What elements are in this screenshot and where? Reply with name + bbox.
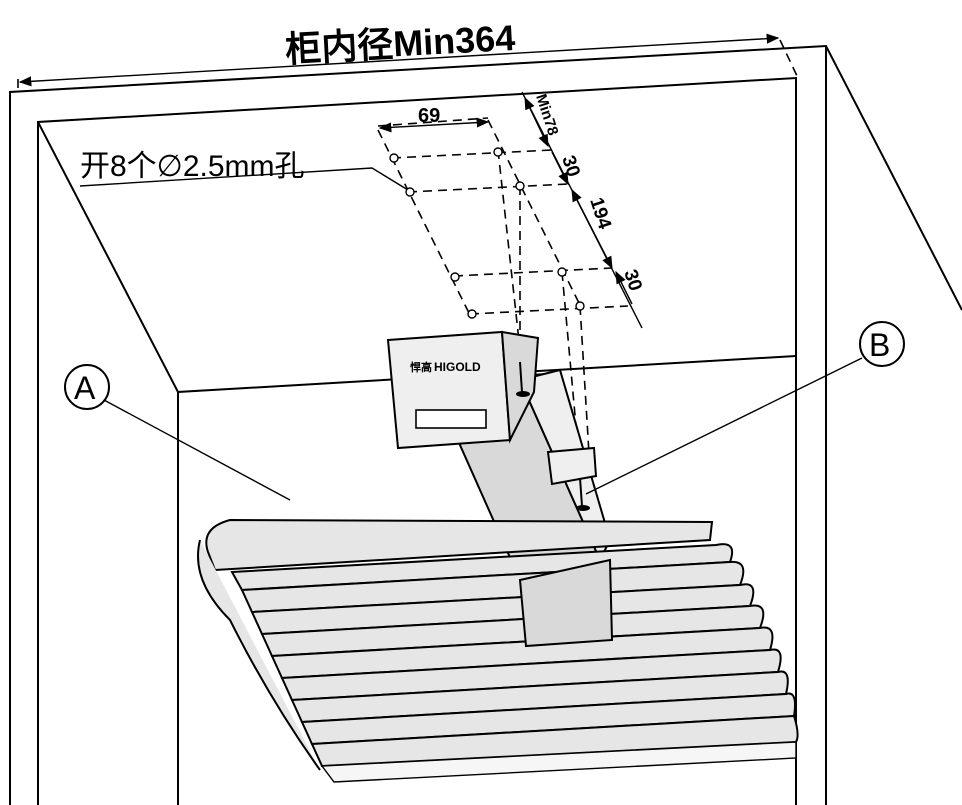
screw (576, 477, 590, 511)
callout-a: A (64, 364, 291, 501)
hole-marker (467, 309, 477, 319)
hole-marker (557, 267, 567, 277)
min-depth-label: Min78 (532, 92, 561, 138)
brand-cn: 悍高 (410, 360, 432, 374)
width-dimension: 柜内径Min364 (17, 17, 799, 88)
screw (516, 361, 530, 397)
width-title: 柜内径Min364 (284, 17, 516, 70)
spacing-label: 69 (418, 105, 440, 127)
callout-a-label: A (74, 370, 96, 406)
hole-note: 开8个∅2.5mm孔 (79, 150, 409, 191)
mount-bracket: 悍高 HIGOLD (386, 330, 540, 450)
callout-b-label: B (869, 327, 890, 363)
hole-marker (450, 272, 460, 282)
hole-marker (405, 187, 415, 197)
callout-b: B (585, 321, 905, 495)
corner-basket: 悍高 HIGOLD (197, 330, 799, 783)
basket-rods (197, 518, 799, 783)
hole-marker (389, 153, 399, 163)
hole-marker (515, 181, 525, 191)
hole-note-text: 开8个∅2.5mm孔 (80, 150, 305, 183)
hole-marker (493, 147, 503, 157)
top-gap-label: 30 (557, 153, 584, 180)
spacing-dimension: 69 (378, 105, 490, 133)
depth-dimensions: Min78 30 194 30 (521, 91, 646, 329)
brand-logo: HIGOLD (434, 360, 481, 374)
hole-marker (575, 301, 585, 311)
